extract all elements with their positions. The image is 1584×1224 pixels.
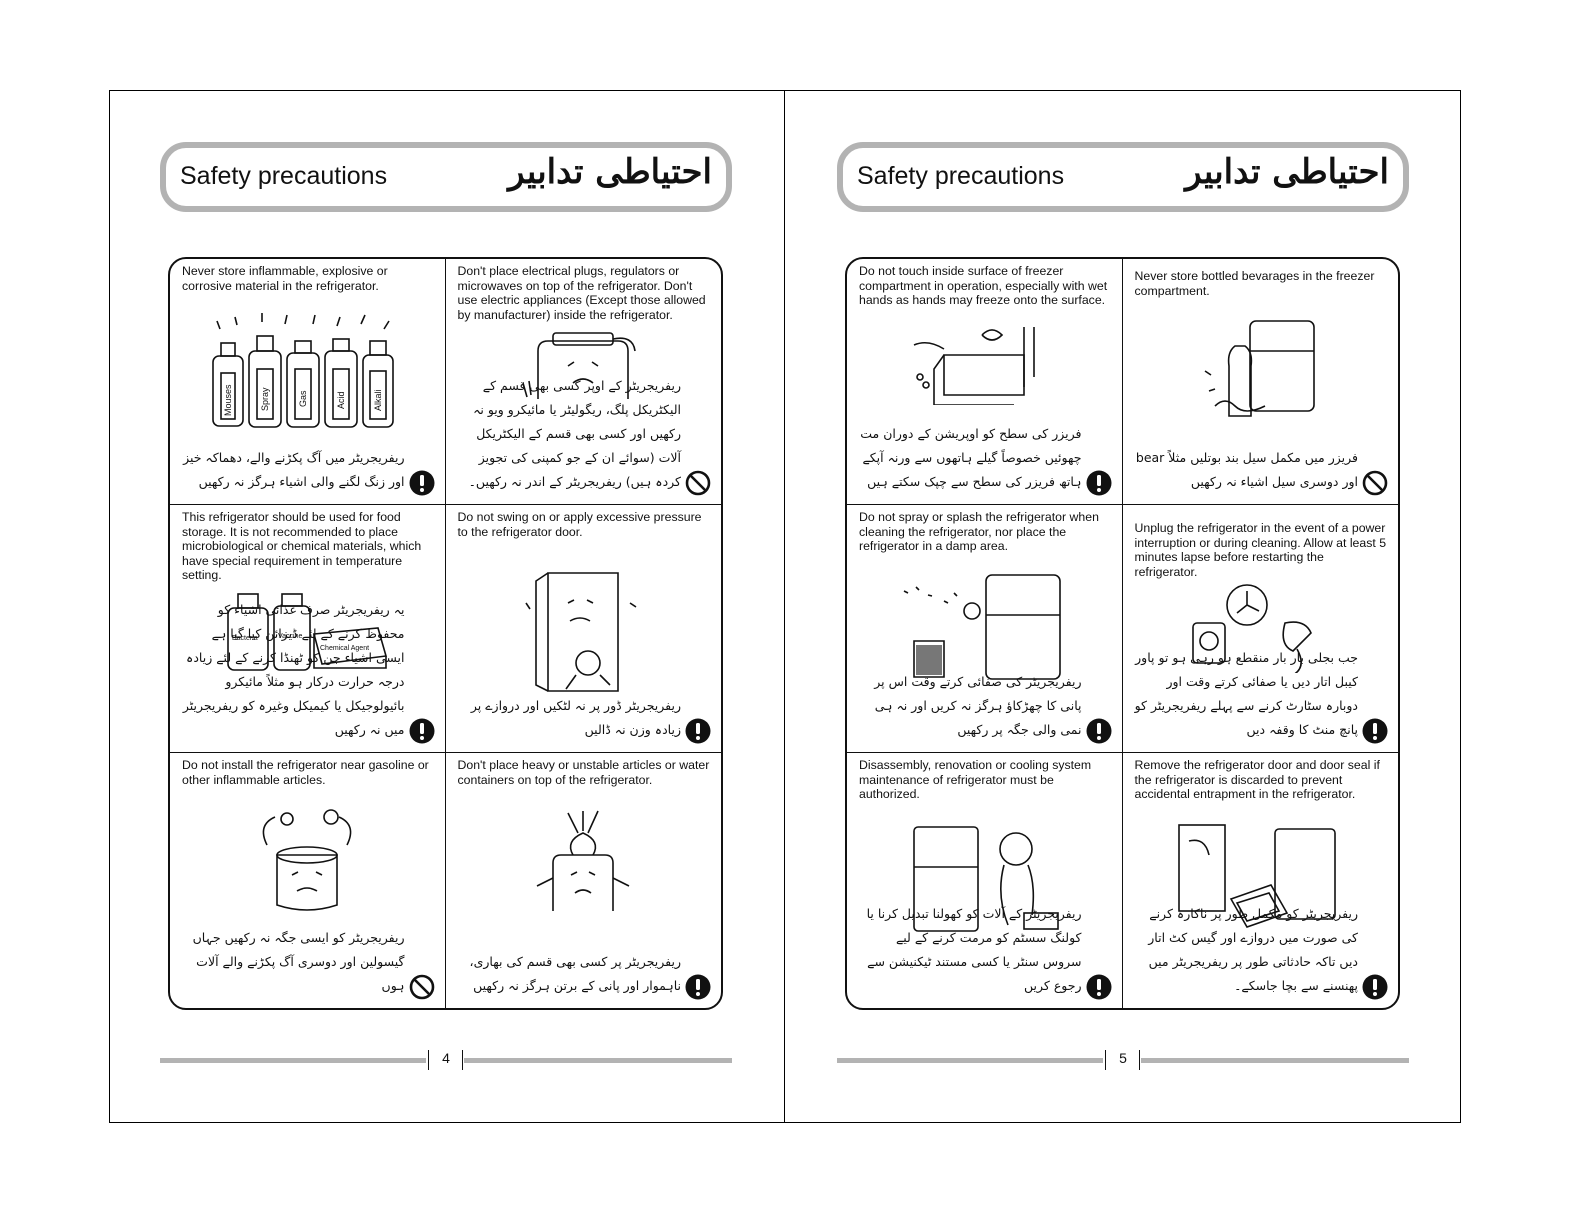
precaution-cell: Don't place electrical plugs, regulators… [445, 259, 721, 505]
precautions-grid: Never store inflammable, explosive or co… [168, 257, 723, 1010]
fridge-with-plug-illustration [522, 332, 637, 399]
precaution-text-en: This refrigerator should be used for foo… [182, 510, 422, 582]
precaution-text-en: Disassembly, renovation or cooling syste… [859, 758, 1092, 801]
precaution-cell: Never store inflammable, explosive or co… [170, 259, 446, 505]
precaution-text-en: Do not swing on or apply excessive press… [457, 510, 702, 539]
page-number: 4 [442, 1050, 450, 1066]
bottle-label: Bacteria [232, 635, 258, 642]
precaution-text-ur: فریزر کی سطح کو اوپریشن کے دوران مت چھوئ… [860, 426, 1082, 489]
precaution-cell: Remove the refrigerator door and door se… [1123, 753, 1399, 1008]
precaution-text-ur: ریفریجریٹر پر کسی بھی قسم کی بھاری، ناہم… [469, 954, 681, 993]
precaution-text-en: Never store bottled bevarages in the fre… [1134, 269, 1375, 298]
precaution-text-en: Do not install the refrigerator near gas… [182, 758, 429, 787]
precaution-cell: Don't place heavy or unstable articles o… [446, 753, 722, 1008]
bottle-label: Spray [260, 387, 270, 411]
bottle-label: Alkali [373, 389, 383, 411]
exclamation-icon [1086, 470, 1111, 496]
child-swinging-on-door-illustration [525, 572, 637, 692]
section-header: Safety precautions احتیاطی تدابیر [837, 142, 1409, 212]
precaution-cell: Disassembly, renovation or cooling syste… [847, 753, 1123, 1008]
bottle-burst-freezer-illustration [1204, 320, 1316, 417]
bottle-label: Gas [298, 390, 308, 407]
precaution-text-ur: ریفریجریٹر میں آگ پکڑنے والے، دھماکہ خیز… [183, 450, 405, 489]
precaution-text-en: Remove the refrigerator door and door se… [1134, 758, 1380, 801]
precaution-cell: Do not touch inside surface of freezer c… [847, 259, 1123, 505]
precaution-cell: Unplug the refrigerator in the event of … [1122, 505, 1398, 753]
precaution-text-ur: یہ ریفریجریٹر صرف غذائی اشیاء کو محفوظ ک… [182, 602, 405, 737]
precaution-text-en: Don't place heavy or unstable articles o… [457, 758, 710, 787]
vase-on-fridge-illustration [536, 810, 630, 911]
hand-touching-freezer-illustration [913, 327, 1036, 405]
booklet-spread [109, 90, 1461, 1123]
page-footer: 5 [837, 1046, 1409, 1076]
page-fold-line [784, 90, 785, 1123]
precaution-cell: Do not install the refrigerator near gas… [170, 753, 446, 1008]
precaution-cell: Never store bottled bevarages in the fre… [1122, 259, 1398, 505]
exclamation-icon [1086, 974, 1111, 1000]
precaution-text-en: Unplug the refrigerator in the event of … [1134, 521, 1387, 579]
header-title-en: Safety precautions [857, 162, 1065, 190]
page-footer: 4 [160, 1046, 732, 1076]
precaution-text-ur: ریفریجریٹر کے اوپر کسی بھی قسم کے الیکٹر… [468, 378, 681, 489]
prohibited-icon [685, 470, 711, 496]
precaution-cell: Do not swing on or apply excessive press… [445, 505, 721, 753]
precaution-cell: Do not spray or splash the refrigerator … [847, 505, 1123, 753]
footer-rule [464, 1058, 732, 1063]
precaution-text-en: Do not touch inside surface of freezer c… [859, 264, 1108, 307]
precaution-text-ur: فریزر میں مکمل سیل بند بوتلیں مثلاً bear… [1135, 450, 1358, 489]
prohibited-icon [1362, 470, 1388, 496]
footer-tick [1105, 1050, 1106, 1070]
section-header: Safety precautions احتیاطی تدابیر [160, 142, 732, 212]
clock-and-plug-illustration [1192, 584, 1313, 673]
page-number: 5 [1119, 1050, 1127, 1066]
header-title-ur: احتیاطی تدابیر [1185, 152, 1389, 192]
prohibited-icon [409, 974, 434, 1000]
exclamation-icon [409, 718, 434, 744]
footer-rule [837, 1058, 1103, 1063]
precaution-text-ur: ریفریجریٹر کو مکمل طور پر ناکارہ کرنے کی… [1148, 906, 1358, 993]
bottle-label: Acid [336, 391, 346, 409]
precaution-text-en: Don't place electrical plugs, regulators… [457, 264, 706, 322]
exclamation-icon [409, 470, 434, 496]
footer-tick [428, 1050, 429, 1070]
precaution-cell: This refrigerator should be used for foo… [170, 505, 446, 753]
footer-tick [462, 1050, 463, 1070]
header-title-en: Safety precautions [180, 162, 388, 190]
precaution-text-en: Never store inflammable, explosive or co… [182, 264, 388, 293]
precautions-grid: Do not touch inside surface of freezer c… [845, 257, 1400, 1010]
precaution-text-ur: ریفریجریٹر کی صفائی کرتے وقت اس پر پانی … [874, 674, 1082, 737]
exclamation-icon [1086, 718, 1111, 744]
precaution-text-en: Do not spray or splash the refrigerator … [859, 510, 1099, 553]
exclamation-icon [1362, 718, 1388, 744]
bottle-label: Mouses [223, 384, 233, 416]
footer-tick [1139, 1050, 1140, 1070]
exclamation-icon [1362, 974, 1388, 1000]
box-label: Chemical Agent [320, 645, 369, 652]
header-title-ur: احتیاطی تدابیر [508, 152, 712, 192]
lab-materials-illustration: Bacteria Vaccine Chemical Agent [227, 593, 388, 671]
footer-rule [160, 1058, 426, 1063]
chemical-bottles-illustration: Mouses Spray Gas Acid Alkali [212, 313, 395, 428]
exclamation-icon [685, 974, 711, 1000]
precaution-text-ur: ریفریجریٹر کو ایسی جگہ نہ رکھیں جہاں گیس… [192, 930, 405, 993]
precaution-text-ur: ریفریجریٹر ڈور پر نہ لٹکیں اور دروازے پر… [470, 698, 681, 737]
footer-rule [1141, 1058, 1409, 1063]
removing-fridge-door-illustration [1178, 824, 1337, 928]
bottle-label: Vaccine [278, 633, 302, 640]
precaution-text-ur: ریفریجریٹر کے آلات کو کھولنا تبدیل کرنا … [866, 906, 1082, 993]
precaution-text-ur: جب بجلی بار بار منقطع ہو رہی ہو تو پاور … [1134, 650, 1358, 737]
page-5: Safety precautions احتیاطی تدابیر Do not… [785, 90, 1461, 1123]
fridge-near-gasoline-illustration [262, 809, 352, 911]
spraying-fridge-illustration [903, 574, 1062, 680]
page-4: Safety precautions احتیاطی تدابیر Never … [109, 90, 785, 1123]
technician-repairing-illustration [913, 826, 1060, 932]
exclamation-icon [685, 718, 711, 744]
